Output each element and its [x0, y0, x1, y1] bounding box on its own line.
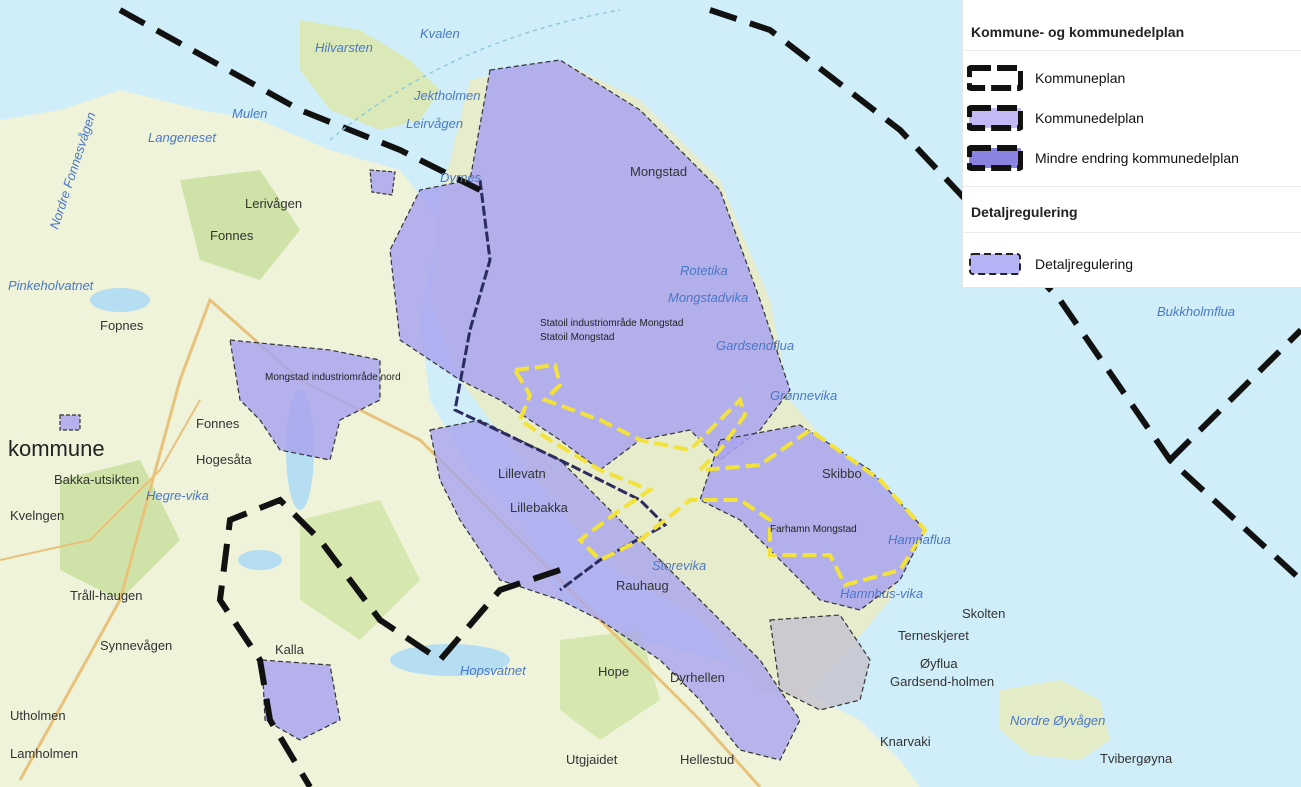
- legend-item-mindre-endring[interactable]: Mindre endring kommunedelplan: [967, 144, 1239, 172]
- land-label: Utgjaidet: [566, 752, 618, 767]
- land-label: Lerivågen: [245, 196, 302, 211]
- water-label: Jektholmen: [413, 88, 480, 103]
- kommuneplan-border-east-branch[interactable]: [1167, 327, 1301, 463]
- land-north-island: [300, 20, 440, 130]
- land-label: Fonnes: [196, 416, 240, 431]
- legend-item-detaljregulering[interactable]: Detaljregulering: [967, 250, 1133, 278]
- zone-kalla[interactable]: [261, 659, 341, 741]
- legend-item-kommunedelplan[interactable]: Kommunedelplan: [967, 104, 1144, 132]
- zone-small-1[interactable]: [369, 169, 396, 196]
- water-label: Terneskjeret: [898, 628, 969, 643]
- land-label: Bakka-utsikten: [54, 472, 139, 487]
- land-label: Hope: [598, 664, 629, 679]
- land-label: Rauhaug: [616, 578, 669, 593]
- zone-label: Statoil industriområde Mongstad: [540, 317, 683, 329]
- land-east-islands: [1000, 680, 1110, 760]
- zone-label: Mongstad industriområde nord: [265, 371, 401, 383]
- zone-small-2[interactable]: [59, 414, 81, 431]
- water-label: Mulen: [232, 106, 267, 121]
- water-label: Hamnhus-vika: [840, 586, 923, 601]
- land-label: Synnevågen: [100, 638, 172, 653]
- water-label: Grønnevika: [770, 388, 837, 403]
- legend-label: Mindre endring kommunedelplan: [1035, 150, 1239, 166]
- forest-3: [300, 500, 420, 640]
- kommuneplan-border-north[interactable]: [118, 7, 482, 193]
- legend-item-kommuneplan[interactable]: Kommuneplan: [967, 64, 1125, 92]
- land-label: Tråll-haugen: [70, 588, 143, 603]
- water-label: Nordre Øyvågen: [1010, 713, 1105, 728]
- water-label: Storevika: [652, 558, 706, 573]
- water-label: Gardsend-holmen: [890, 674, 994, 689]
- lake-3: [90, 288, 150, 312]
- land-label: Hogesåta: [196, 452, 252, 467]
- map-legend: Kommune- og kommunedelplan Kommuneplan K…: [962, 0, 1301, 288]
- lake-4: [238, 550, 282, 570]
- water-label: Pinkeholvatnet: [8, 278, 95, 293]
- water-label: Tvibergøyna: [1100, 751, 1173, 766]
- legend-swatch-kommuneplan-icon: [967, 65, 1023, 91]
- zone-label: Statoil Mongstad: [540, 332, 615, 343]
- zone-industri-nord[interactable]: [229, 339, 381, 461]
- land-label: Skibbo: [822, 466, 862, 481]
- water-label: Skolten: [962, 606, 1005, 621]
- land-label: Mongstad: [630, 164, 687, 179]
- land-label: Kvelngen: [10, 508, 64, 523]
- legend-label: Kommuneplan: [1035, 70, 1126, 86]
- forest-4: [560, 630, 660, 740]
- water-label: Mongstadvika: [668, 290, 748, 305]
- water-label: Øyflua: [920, 656, 958, 671]
- legend-label: Detaljregulering: [1035, 256, 1134, 272]
- water-label: Langeneset: [148, 130, 217, 145]
- radius-arc: [329, 9, 621, 141]
- land-label: Dyrhellen: [670, 670, 725, 685]
- road-secondary: [0, 399, 201, 561]
- legend-swatch-mindre-endring-icon: [967, 145, 1023, 171]
- municipality-label: kommune: [8, 436, 105, 461]
- water-label: Hamnaflua: [888, 532, 951, 547]
- zone-south[interactable]: [429, 419, 801, 761]
- lake-2: [390, 644, 510, 676]
- water-label: Hegre-vika: [146, 488, 209, 503]
- land-label: Lamholmen: [10, 746, 78, 761]
- water-label: Leirvågen: [406, 116, 463, 131]
- legend-swatch-kommunedelplan-icon: [967, 105, 1023, 131]
- legend-divider: [963, 232, 1301, 233]
- legend-swatch-detaljregulering-icon: [969, 253, 1021, 275]
- land-label: Knarvaki: [880, 734, 931, 749]
- water-label: Rotetika: [680, 263, 728, 278]
- forest-1: [180, 170, 300, 280]
- water-label: Kvalen: [420, 26, 460, 41]
- water-label: Hopsvatnet: [460, 663, 527, 678]
- water-label: Gardsendflua: [716, 338, 794, 353]
- zone-grey[interactable]: [769, 614, 871, 711]
- water-label: Dyrnes: [440, 170, 482, 185]
- water-label: Bukkholmflua: [1157, 304, 1235, 319]
- land-label: Fonnes: [210, 228, 254, 243]
- land-label: Hellestud: [680, 752, 734, 767]
- land-label: Utholmen: [10, 708, 66, 723]
- land-label: Lillevatn: [498, 466, 546, 481]
- land-label: Lillebakka: [510, 500, 569, 515]
- legend-divider: [963, 186, 1301, 187]
- legend-section-title: Detaljregulering: [971, 204, 1078, 220]
- legend-section-title: Kommune- og kommunedelplan: [971, 24, 1185, 40]
- zone-label: Farhamn Mongstad: [770, 524, 857, 535]
- water-label: Hilvarsten: [315, 40, 373, 55]
- legend-divider: [963, 50, 1301, 51]
- land-label: Fopnes: [100, 318, 144, 333]
- land-label: Kalla: [275, 642, 305, 657]
- highlight-yellow: [511, 362, 928, 588]
- legend-label: Kommunedelplan: [1035, 110, 1144, 126]
- kommuneplan-border-south[interactable]: [216, 496, 561, 787]
